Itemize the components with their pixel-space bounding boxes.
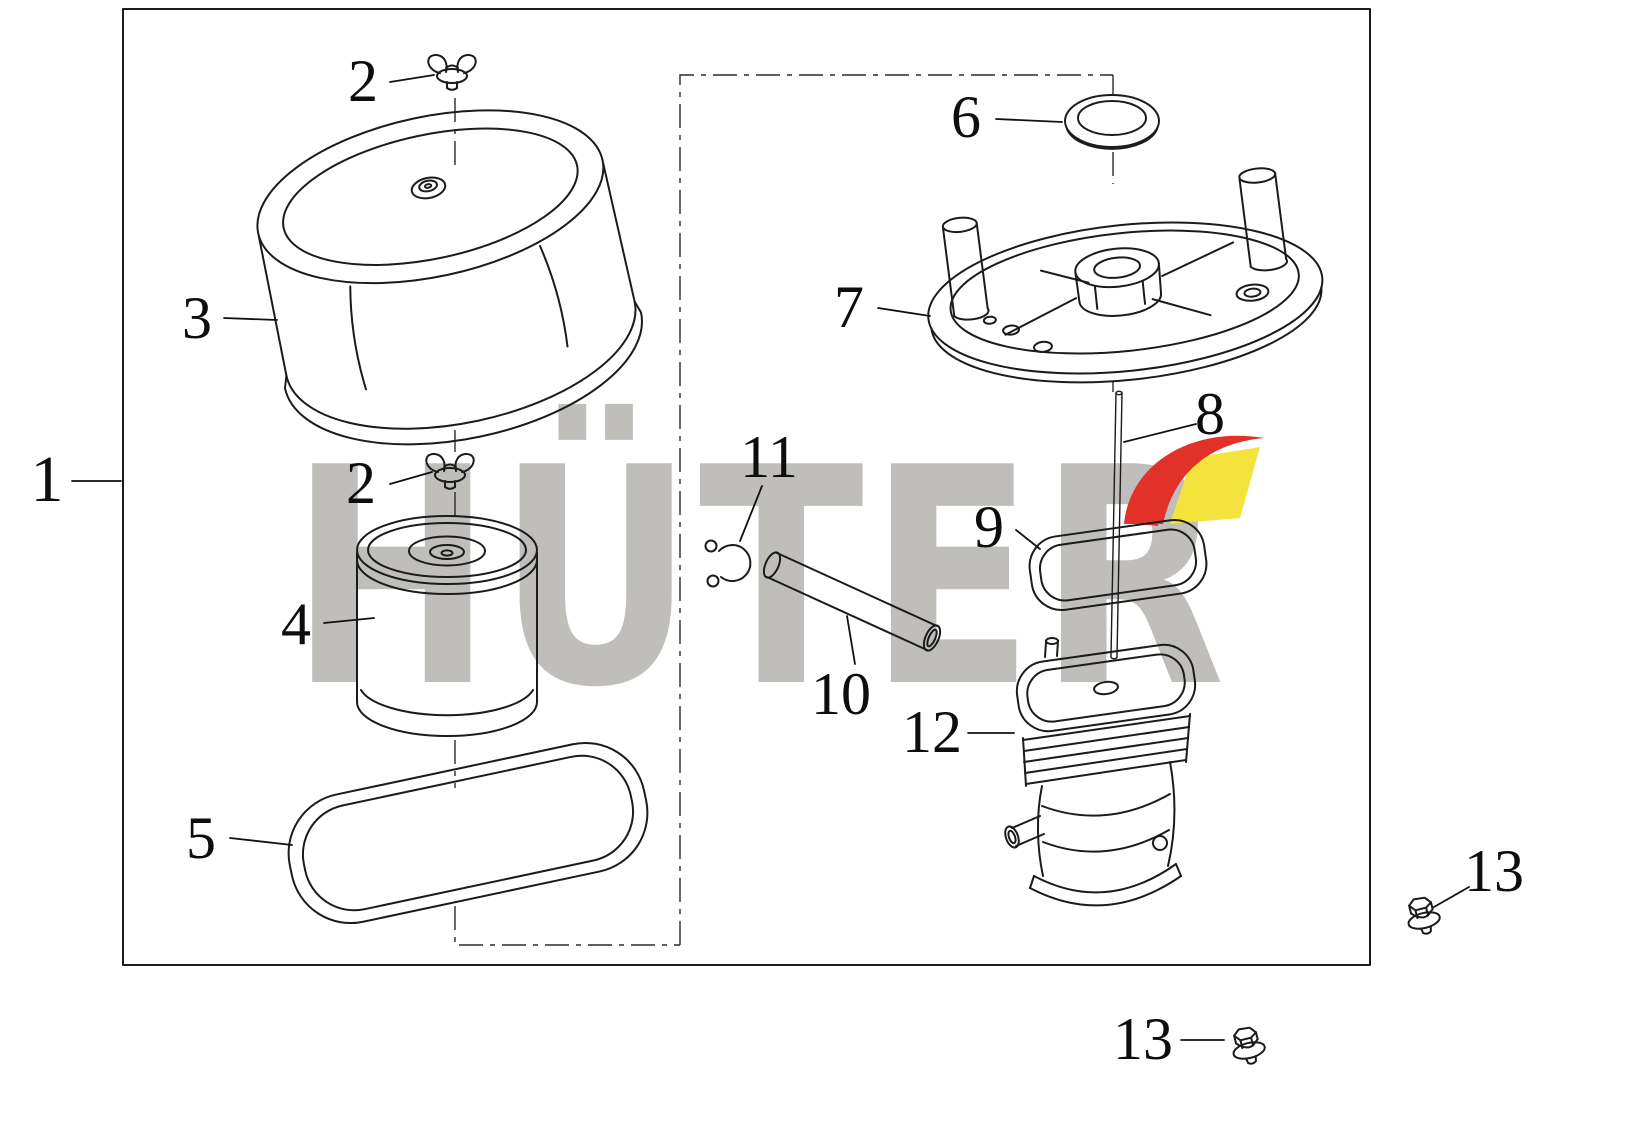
callout-9: 9 [974, 494, 1004, 560]
part-breather-tube [762, 551, 942, 652]
part-elbow-housing [1004, 637, 1197, 907]
part-base-plate [927, 167, 1324, 384]
callout-12: 12 [902, 699, 962, 765]
callout-2-top: 2 [348, 48, 378, 114]
part-seal-ring [1064, 94, 1160, 150]
callout-10: 10 [811, 661, 871, 727]
outer-border [122, 8, 1371, 966]
callout-6: 6 [951, 84, 981, 150]
part-base-gasket [1028, 518, 1208, 612]
callout-leader-lines [71, 74, 1470, 1041]
part-flange-bolt-right [1402, 893, 1444, 939]
callout-3: 3 [182, 285, 212, 351]
callout-2-middle: 2 [346, 450, 376, 516]
brand-logo-red-corner [1138, 486, 1163, 526]
callout-1: 1 [30, 443, 64, 516]
callout-13-right: 13 [1464, 838, 1524, 904]
part-clamp-clip [704, 539, 752, 588]
callout-13-bottom: 13 [1113, 1006, 1173, 1072]
part-flange-bolt-bottom [1227, 1023, 1269, 1069]
part-cover-gasket [287, 741, 649, 925]
callout-8: 8 [1195, 381, 1225, 447]
callout-5: 5 [186, 805, 216, 871]
part-wing-nut-top [427, 53, 477, 91]
callout-7: 7 [834, 274, 864, 340]
callout-11: 11 [740, 424, 798, 490]
callout-4: 4 [281, 591, 311, 657]
part-rod [1110, 390, 1123, 660]
center-axis-lines [454, 74, 1114, 946]
part-air-filter-element [356, 515, 538, 737]
part-air-cleaner-cover [256, 109, 643, 446]
brand-logo [1124, 435, 1264, 526]
